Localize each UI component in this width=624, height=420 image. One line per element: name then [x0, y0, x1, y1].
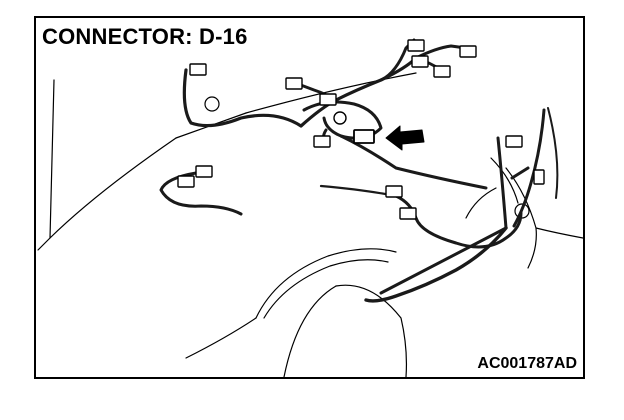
connectors — [177, 39, 545, 220]
connector-d16 — [353, 129, 375, 144]
connector-block — [411, 55, 429, 68]
wiring-harness — [159, 38, 559, 303]
connector-block — [433, 65, 451, 78]
diagram-frame: CONNECTOR: D-16 AC001787AD — [34, 16, 585, 379]
connector-block — [533, 169, 545, 185]
connector-block — [285, 77, 303, 90]
pointer-arrow-icon — [385, 125, 425, 151]
connector-block — [177, 175, 195, 188]
figure-code: AC001787AD — [477, 355, 577, 372]
diagram-title: CONNECTOR: D-16 — [42, 24, 248, 50]
connector-block — [459, 45, 477, 58]
vehicle-body-outline — [37, 72, 583, 377]
connector-block — [505, 135, 523, 148]
connector-block — [399, 207, 417, 220]
connector-block — [407, 39, 425, 52]
connector-block — [195, 165, 213, 178]
vehicle-harness-illustration — [37, 38, 583, 377]
connector-block — [319, 93, 337, 106]
grommet — [333, 111, 347, 125]
connector-block — [189, 63, 207, 76]
connector-block — [385, 185, 403, 198]
connector-block — [313, 135, 331, 148]
